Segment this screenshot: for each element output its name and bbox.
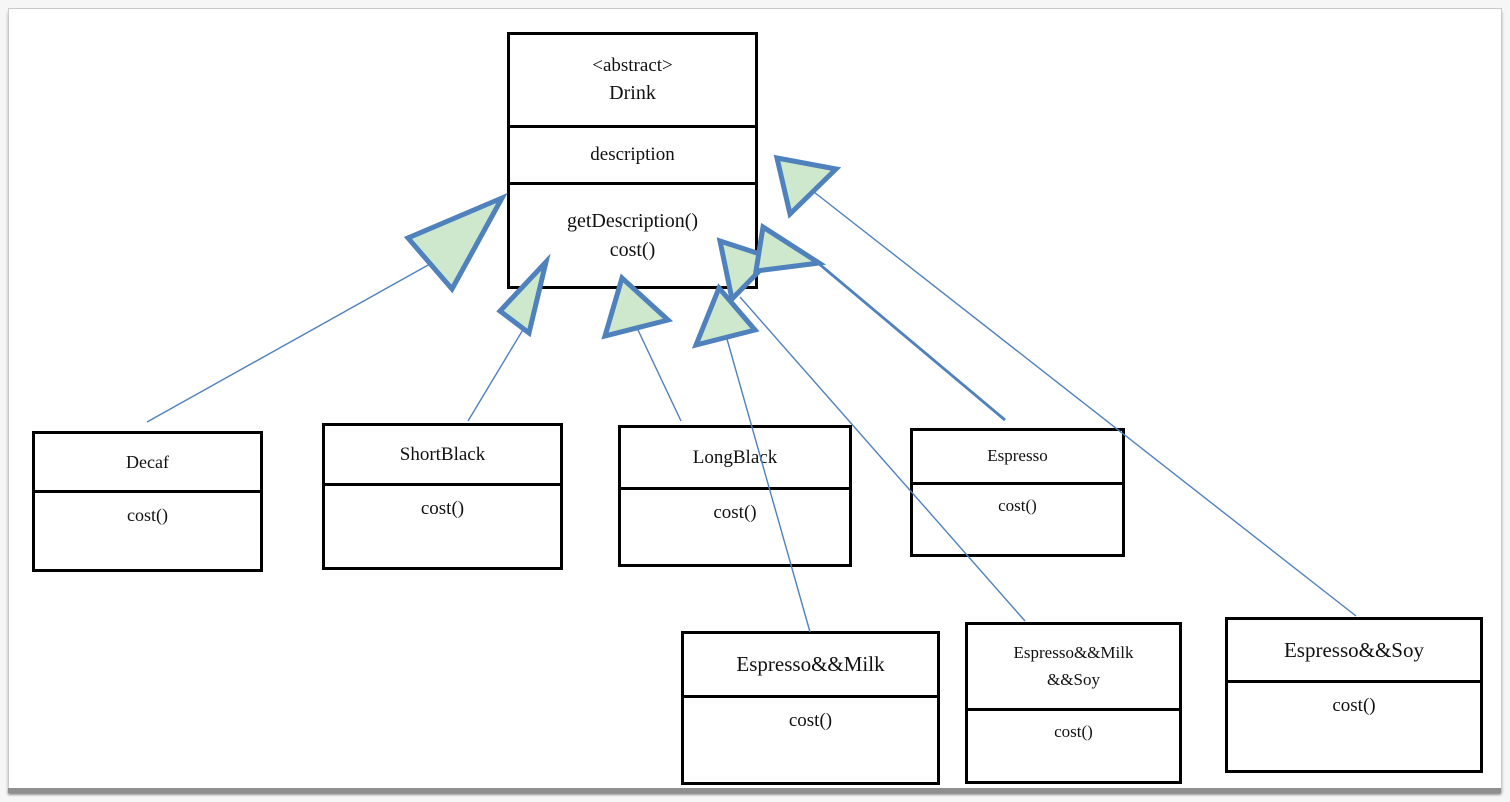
class-title-compartment: Espresso&&Milk &&Soy xyxy=(968,625,1179,708)
class-method-compartment: cost() xyxy=(325,483,560,567)
class-box-longblack[interactable]: LongBlack cost() xyxy=(618,425,852,567)
class-method: getDescription() xyxy=(566,209,699,232)
class-box-espresso-soy[interactable]: Espresso&&Soy cost() xyxy=(1225,617,1483,773)
class-box-shortblack[interactable]: ShortBlack cost() xyxy=(322,423,563,570)
class-title-compartment: Espresso&&Soy xyxy=(1228,620,1480,680)
class-method-compartment: cost() xyxy=(684,695,937,782)
class-title-compartment: Espresso&&Milk xyxy=(684,634,937,695)
class-method: cost() xyxy=(998,496,1037,515)
class-title-compartment: <abstract> Drink xyxy=(510,35,755,125)
class-name: ShortBlack xyxy=(399,443,486,465)
class-title-compartment: Decaf xyxy=(35,434,260,490)
class-stereotype: <abstract> xyxy=(592,54,673,76)
class-box-espresso-milk[interactable]: Espresso&&Milk cost() xyxy=(681,631,940,785)
class-name: Espresso&&Milk xyxy=(736,652,885,677)
class-attribute: description xyxy=(590,144,675,166)
class-method: cost() xyxy=(1332,695,1376,716)
class-box-decaf[interactable]: Decaf cost() xyxy=(32,431,263,572)
class-method-compartment: cost() xyxy=(35,490,260,569)
class-method-compartment: cost() xyxy=(1228,680,1480,770)
class-method-compartment: cost() xyxy=(913,482,1122,554)
class-method: cost() xyxy=(420,498,465,519)
class-name-line2: &&Soy xyxy=(1047,669,1100,689)
page-bottom-edge xyxy=(8,788,1501,793)
class-box-espresso[interactable]: Espresso cost() xyxy=(910,428,1125,557)
class-name: Espresso&&Soy xyxy=(1283,637,1424,662)
class-attribute-compartment: description xyxy=(510,125,755,182)
class-title-compartment: Espresso xyxy=(913,431,1122,482)
class-method: cost() xyxy=(1054,722,1093,741)
class-box-espresso-milk-soy[interactable]: Espresso&&Milk &&Soy cost() xyxy=(965,622,1182,784)
class-name: Espresso xyxy=(987,446,1048,466)
class-method: cost() xyxy=(609,238,656,261)
class-title-compartment: ShortBlack xyxy=(325,426,560,483)
class-box-drink[interactable]: <abstract> Drink description getDescript… xyxy=(507,32,758,289)
class-method-compartment: cost() xyxy=(968,708,1179,781)
class-name: Decaf xyxy=(126,451,169,472)
class-method: cost() xyxy=(127,505,168,525)
class-method-compartment: getDescription() cost() xyxy=(510,182,755,286)
class-method: cost() xyxy=(788,710,833,731)
class-title-compartment: LongBlack xyxy=(621,428,849,487)
class-method: cost() xyxy=(713,502,757,523)
class-method-compartment: cost() xyxy=(621,487,849,564)
class-name-line1: Espresso&&Milk xyxy=(1013,643,1134,663)
class-name: LongBlack xyxy=(692,446,778,468)
class-name: Drink xyxy=(609,82,656,105)
